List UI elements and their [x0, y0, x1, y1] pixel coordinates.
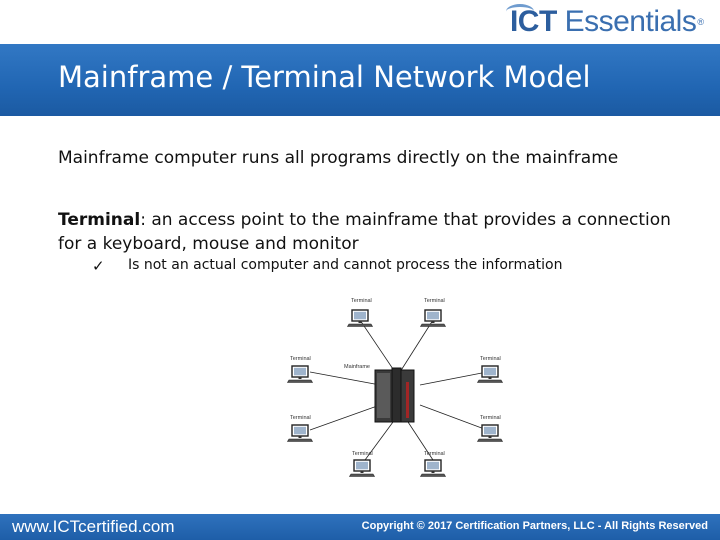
terminal-label: Terminal — [290, 415, 311, 421]
terminal-top-left: Terminal — [346, 298, 374, 328]
top-strip: ICT Essentials® — [0, 0, 720, 44]
computer-icon — [286, 424, 314, 443]
terminal-label: Terminal — [352, 451, 373, 457]
network-diagram: Mainframe Terminal Terminal Terminal Ter… — [286, 298, 504, 478]
connection-lines — [309, 319, 488, 461]
terminal-low-right: Terminal — [476, 415, 504, 443]
terminal-description: : an access point to the mainframe that … — [58, 210, 671, 254]
terminal-bottom-right: Terminal — [419, 451, 447, 478]
terminal-mid-right: Terminal — [476, 356, 504, 384]
slide-title: Mainframe / Terminal Network Model — [58, 60, 591, 94]
computer-icon — [419, 309, 447, 328]
computer-icon — [348, 459, 376, 478]
checkmark-icon: ✓ — [92, 257, 105, 275]
mainframe-icon — [374, 367, 415, 423]
title-bar — [0, 44, 720, 116]
bullet-item: ✓ Is not an actual computer and cannot p… — [92, 257, 562, 275]
terminal-bottom-left: Terminal — [348, 451, 376, 478]
footer-website: www.ICTcertified.com — [12, 517, 175, 536]
mainframe-label: Mainframe — [344, 364, 370, 370]
ict-essentials-logo: ICT Essentials® — [505, 4, 704, 40]
mainframe-statement: Mainframe computer runs all programs dir… — [58, 148, 619, 168]
computer-icon — [286, 365, 314, 384]
computer-icon — [346, 309, 374, 328]
terminal-label: Terminal — [351, 298, 372, 304]
terminal-label: Terminal — [290, 356, 311, 362]
terminal-label: Terminal — [424, 298, 445, 304]
footer-bar — [0, 514, 720, 540]
footer-copyright: Copyright © 2017 Certification Partners,… — [361, 520, 708, 532]
terminal-label: Terminal — [480, 415, 501, 421]
logo-swoosh-icon — [505, 4, 534, 19]
bullet-text: Is not an actual computer and cannot pro… — [128, 257, 563, 273]
computer-icon — [419, 459, 447, 478]
terminal-mid-left: Terminal — [286, 356, 314, 384]
terminal-low-left: Terminal — [286, 415, 314, 443]
terminal-label: Terminal — [480, 356, 501, 362]
logo-text: ICT Essentials — [509, 5, 697, 38]
terminal-term: Terminal — [58, 210, 141, 230]
logo-trademark: ® — [697, 17, 704, 27]
terminal-label: Terminal — [424, 451, 445, 457]
terminal-top-right: Terminal — [419, 298, 447, 328]
terminal-definition: Terminal: an access point to the mainfra… — [58, 208, 698, 256]
computer-icon — [476, 365, 504, 384]
